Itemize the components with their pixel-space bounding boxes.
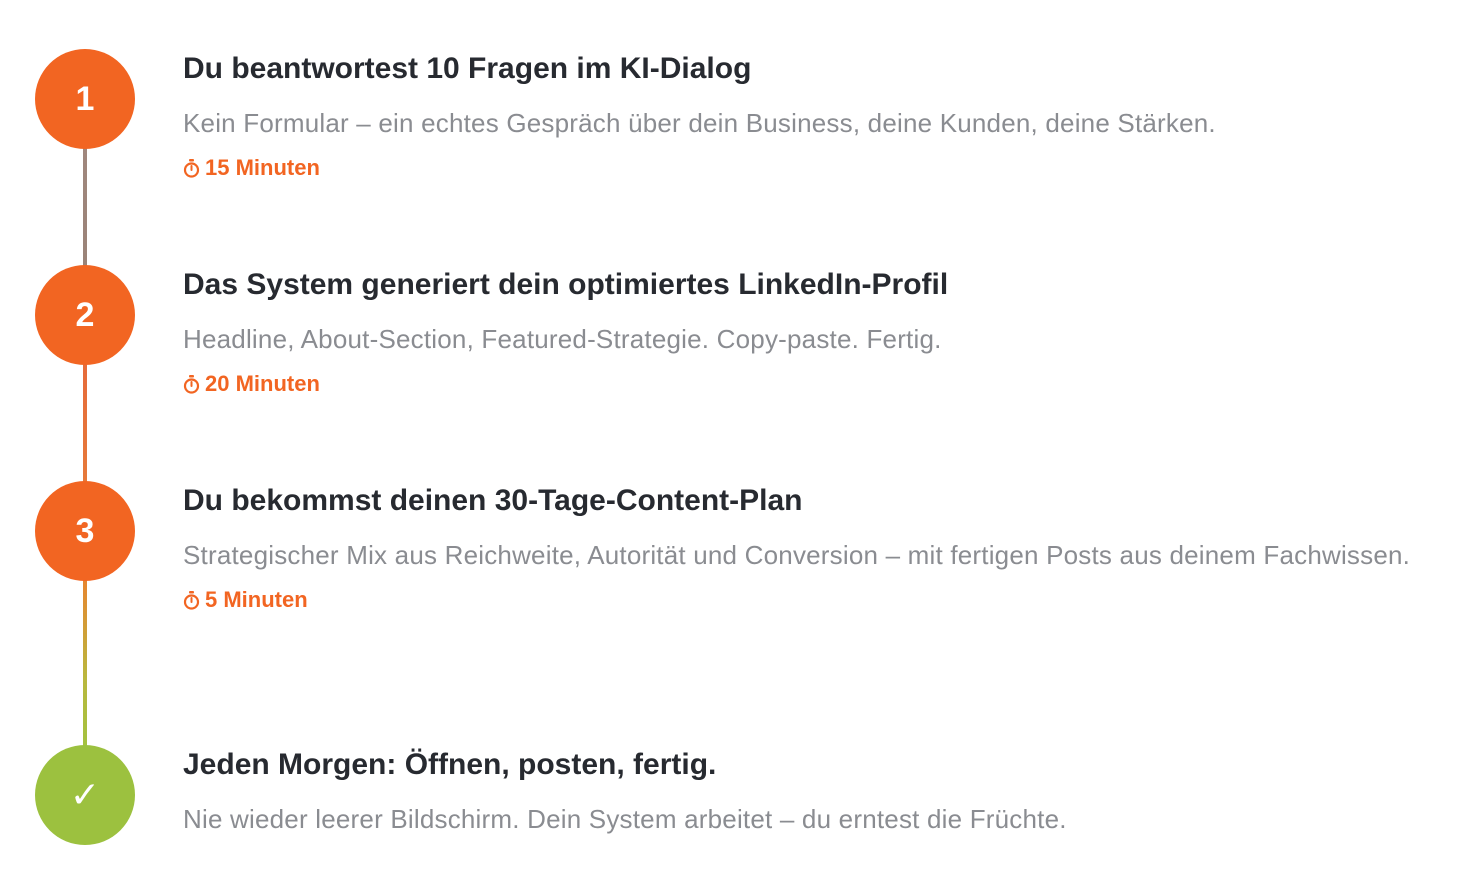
step-duration-text: 15 Minuten: [205, 155, 320, 180]
step-description: Strategischer Mix aus Reichweite, Autori…: [183, 540, 1411, 570]
timeline-connector: [83, 146, 87, 268]
stopwatch-icon: [183, 158, 200, 178]
step-title: Jeden Morgen: Öffnen, posten, fertig.: [183, 748, 717, 781]
step-3: Du bekommst deinen 30-Tage-Content-Plan …: [183, 481, 1430, 615]
step-1: Du beantwortest 10 Fragen im KI-Dialog K…: [183, 49, 1430, 183]
step-2: Das System generiert dein optimiertes Li…: [183, 265, 1430, 399]
step-duration-text: 5 Minuten: [205, 587, 308, 612]
step-duration: 15 Minuten: [183, 153, 1430, 183]
step-description: Headline, About-Section, Featured-Strate…: [183, 324, 942, 354]
step-description: Nie wieder leerer Bildschirm. Dein Syste…: [183, 804, 1067, 834]
step-duration: 20 Minuten: [183, 369, 1430, 399]
step-number-badge: 1: [35, 49, 135, 149]
step-duration: 5 Minuten: [183, 585, 1430, 615]
step-number-badge: 2: [35, 265, 135, 365]
stopwatch-icon: [183, 590, 200, 610]
timeline-connector: [83, 362, 87, 484]
step-title: Das System generiert dein optimiertes Li…: [183, 268, 949, 301]
step-title: Du bekommst deinen 30-Tage-Content-Plan: [183, 484, 803, 517]
step-final: Jeden Morgen: Öffnen, posten, fertig. Ni…: [183, 745, 1430, 843]
checkmark-icon: ✓: [35, 745, 135, 845]
stopwatch-icon: [183, 374, 200, 394]
timeline-connector: [83, 578, 87, 748]
step-description: Kein Formular – ein echtes Gespräch über…: [183, 108, 1216, 138]
step-number-badge: 3: [35, 481, 135, 581]
step-title: Du beantwortest 10 Fragen im KI-Dialog: [183, 52, 752, 85]
step-duration-text: 20 Minuten: [205, 371, 320, 396]
